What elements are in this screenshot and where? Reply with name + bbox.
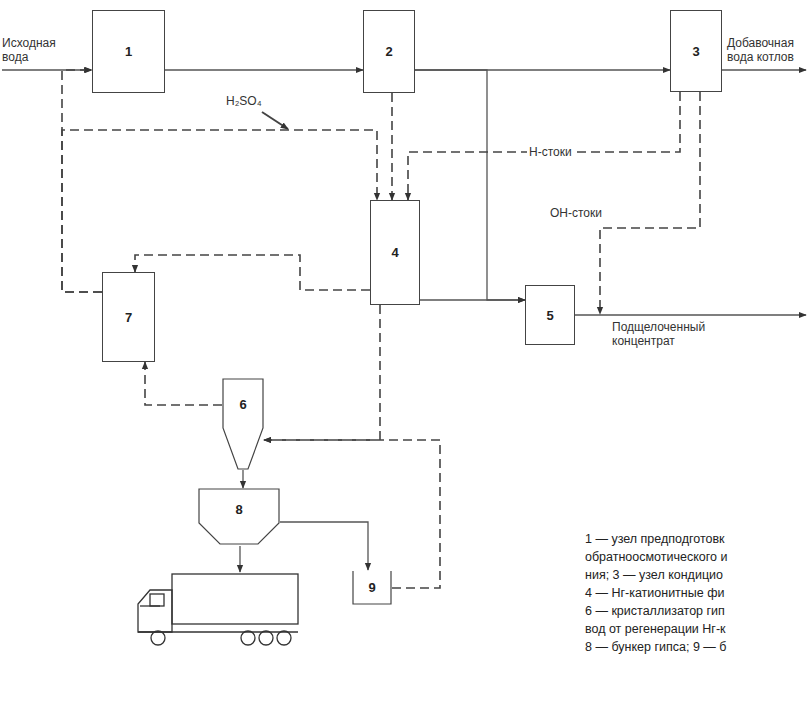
vessel-shape: 6 bbox=[222, 378, 264, 470]
caption-line: 1 — узел предподготовк bbox=[585, 531, 725, 547]
vessel-outline bbox=[222, 378, 264, 470]
drain-line bbox=[264, 305, 380, 440]
caption-line: вод от регенерации Нг-к bbox=[585, 621, 726, 637]
callout-number: 9 bbox=[368, 580, 375, 595]
truck-illustration bbox=[138, 574, 298, 645]
edge-label: H-стоки bbox=[527, 145, 574, 159]
process-box: 7 bbox=[102, 272, 155, 362]
callout-number: 3 bbox=[692, 44, 699, 59]
flow-line bbox=[420, 299, 525, 300]
drain-line bbox=[391, 93, 393, 200]
drain-line bbox=[408, 92, 680, 200]
drain-line bbox=[145, 362, 222, 405]
callout-number: 7 bbox=[125, 310, 132, 325]
flow-line bbox=[242, 470, 243, 488]
callout-number: 2 bbox=[385, 44, 392, 59]
drain-line bbox=[62, 70, 102, 292]
drain-line bbox=[62, 130, 377, 292]
callout-number: 8 bbox=[235, 502, 242, 517]
unload-arrow bbox=[239, 546, 240, 572]
flow-line bbox=[165, 69, 363, 70]
callout-number: 1 bbox=[125, 44, 132, 59]
vessel-shape: 8 bbox=[198, 488, 280, 545]
flow-line bbox=[415, 70, 525, 300]
acid-feed-arrow bbox=[262, 112, 288, 129]
caption-line: 8 — бункер гипса; 9 — б bbox=[585, 639, 726, 655]
callout-number: 5 bbox=[546, 308, 553, 323]
process-box: 3 bbox=[670, 10, 722, 92]
callout-number: 4 bbox=[391, 245, 398, 260]
output-line bbox=[722, 69, 806, 70]
drain-line bbox=[135, 255, 370, 290]
caption-line: 4 — Нг-катионитные фи bbox=[585, 585, 724, 601]
drain-line bbox=[264, 440, 440, 588]
stream-label: Добавочная вода котлов bbox=[727, 36, 807, 64]
process-box: 4 bbox=[370, 200, 420, 305]
flow-line bbox=[280, 522, 368, 570]
reagent-label: H₂SO₄ bbox=[226, 94, 262, 108]
process-box: 5 bbox=[525, 285, 575, 345]
process-box: 1 bbox=[92, 10, 165, 93]
concentrate-line bbox=[575, 314, 806, 315]
stream-label: OH-стоки bbox=[548, 206, 604, 220]
caption-line: 6 — кристаллизатор гип bbox=[585, 603, 725, 619]
process-box: 2 bbox=[363, 10, 415, 93]
caption-line: обратноосмотического и bbox=[585, 549, 727, 565]
caption-line: ния; 3 — узел кондицио bbox=[585, 567, 723, 583]
stream-label: Исходная вода bbox=[2, 36, 82, 64]
input-line bbox=[2, 69, 91, 70]
stream-label: Подщелоченный концентрат bbox=[612, 320, 722, 348]
callout-number: 6 bbox=[239, 397, 246, 412]
oh-drain-line bbox=[600, 92, 700, 314]
vessel-shape: 9 bbox=[352, 570, 392, 605]
